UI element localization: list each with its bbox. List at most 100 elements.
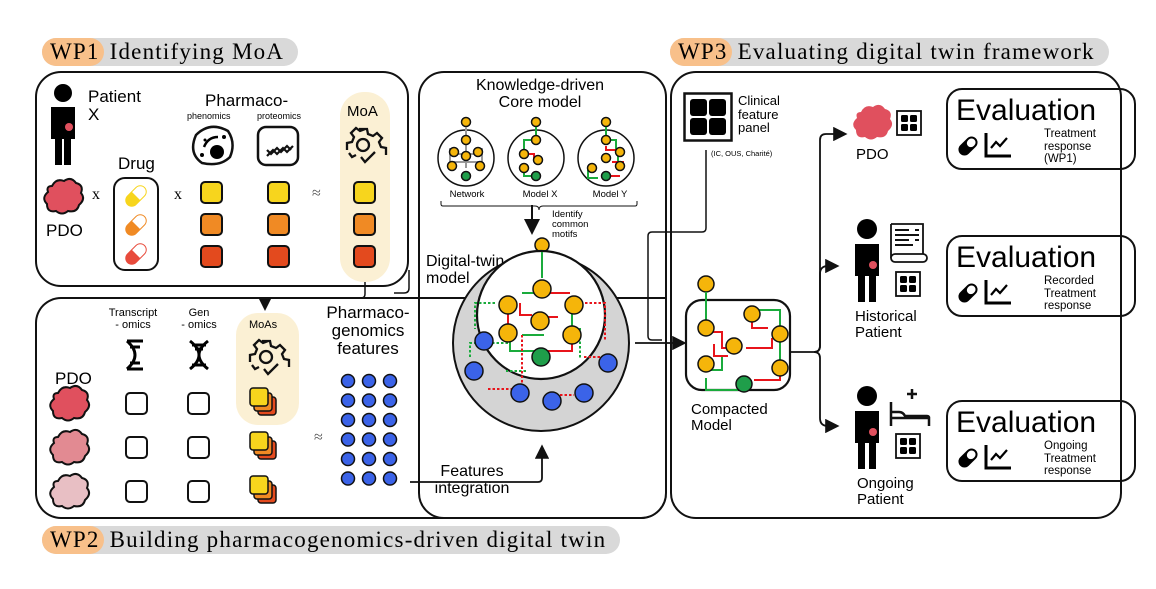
eval-sub-line2: Treatment bbox=[1044, 452, 1096, 465]
record-scroll-icon bbox=[890, 223, 928, 263]
feature-square bbox=[267, 181, 290, 204]
compacted-node bbox=[771, 359, 789, 377]
core-model-panel bbox=[418, 71, 667, 519]
core-node bbox=[498, 295, 518, 315]
eval-sub-line2: Treatment bbox=[1044, 287, 1096, 300]
proteomics-squares bbox=[267, 181, 290, 268]
wp3-tag: WP3 bbox=[670, 38, 732, 66]
feature-square bbox=[353, 245, 376, 268]
identify-motifs-label: Identify common motifs bbox=[552, 210, 588, 240]
model-y-label: Model Y bbox=[592, 189, 628, 200]
source-node bbox=[600, 116, 612, 128]
eval-sub-line1: Treatment bbox=[1044, 128, 1096, 140]
wp1-tag: WP1 bbox=[42, 38, 104, 66]
target-node bbox=[460, 170, 472, 182]
transcriptomics-cell bbox=[125, 436, 148, 459]
core-node bbox=[532, 279, 552, 299]
edge bbox=[710, 318, 781, 381]
patient-icon bbox=[51, 84, 75, 165]
feature-dot bbox=[361, 451, 377, 467]
pill-half-color bbox=[125, 220, 141, 236]
transcriptomics-line2: - omics bbox=[115, 318, 151, 331]
source-node bbox=[530, 116, 542, 128]
identify-line3: motifs bbox=[552, 228, 578, 240]
eval-sub-line2: response bbox=[1044, 140, 1092, 153]
core-title-line2: Core model bbox=[498, 93, 582, 111]
moa-label: MoA bbox=[347, 103, 378, 120]
compacted-model bbox=[684, 275, 792, 393]
feature-dot bbox=[361, 432, 377, 447]
historical-patient-icon bbox=[855, 219, 879, 302]
feature-dot bbox=[361, 471, 377, 486]
pg-features-line1: Pharmaco- bbox=[326, 303, 410, 322]
feature-dot bbox=[382, 432, 398, 447]
genomics-cell bbox=[187, 480, 210, 503]
clinical-panel-icon bbox=[683, 92, 733, 142]
core-node bbox=[498, 323, 518, 343]
phenomics-squares bbox=[200, 181, 223, 268]
ongoing-line1: Ongoing bbox=[857, 475, 914, 492]
eval-sub-line3: (WP1) bbox=[1044, 153, 1077, 166]
network-node bbox=[614, 160, 626, 172]
historical-patient-label: Historical Patient bbox=[855, 309, 917, 341]
times-sign-1: x bbox=[92, 186, 100, 203]
pdo-organoid-icon bbox=[49, 428, 91, 466]
feature-dot bbox=[340, 451, 356, 467]
clinical-line2: feature bbox=[738, 106, 779, 122]
evaluation-box-ongoing: Evaluation Ongoing Treatment response bbox=[946, 400, 1136, 482]
transcriptomics-line1: Transcript bbox=[108, 307, 158, 319]
genomics-cell bbox=[187, 436, 210, 459]
genomics-cell bbox=[187, 392, 210, 415]
moa-squares bbox=[353, 181, 376, 268]
network-node bbox=[448, 146, 460, 158]
compacted-node bbox=[771, 325, 789, 343]
moa-stack-square bbox=[249, 431, 269, 451]
patient-id: X bbox=[88, 104, 100, 124]
wp2-pdo-label: PDO bbox=[55, 369, 92, 388]
evaluation-box-historical: Evaluation Recorded Treatment response bbox=[946, 235, 1136, 317]
network-node bbox=[460, 150, 472, 162]
evaluation-box-pdo: Evaluation Treatment response (WP1) bbox=[946, 88, 1136, 170]
moa-gear-icon bbox=[345, 126, 388, 164]
wp1-panel bbox=[35, 71, 409, 287]
pdo-organoid-icon bbox=[49, 384, 91, 422]
dashed-edge bbox=[469, 302, 581, 372]
features-integration-line2: integration bbox=[434, 479, 510, 497]
digital-twin-line2: model bbox=[426, 269, 470, 287]
evaluation-title: Evaluation bbox=[956, 406, 1097, 439]
pg-features-label: Pharmaco- genomics features bbox=[325, 304, 411, 358]
moas-gear-icon bbox=[248, 338, 291, 376]
network-label: Network bbox=[449, 189, 485, 200]
feature-dot bbox=[361, 373, 377, 389]
edge bbox=[705, 292, 781, 391]
feature-square bbox=[353, 181, 376, 204]
wp2-rows bbox=[49, 384, 277, 510]
pg-features-line2: genomics bbox=[331, 320, 405, 340]
feature-node bbox=[464, 361, 484, 381]
feature-dot bbox=[382, 373, 398, 389]
core-node bbox=[530, 311, 550, 331]
pill-half-color bbox=[125, 191, 141, 207]
cell-icon bbox=[191, 125, 234, 166]
wp1-label: WP1 Identifying MoA bbox=[42, 38, 299, 66]
times-sign-2: x bbox=[174, 186, 182, 203]
moa-stack-square bbox=[249, 475, 269, 495]
dna-helix-icon bbox=[189, 339, 209, 371]
feature-dot bbox=[382, 471, 398, 486]
clinical-panel-label: Clinical feature panel bbox=[738, 94, 780, 135]
evaluation-subtitle: Treatment response (WP1) bbox=[1044, 128, 1096, 166]
network-node bbox=[600, 134, 612, 146]
drug-box bbox=[113, 177, 159, 271]
pill-icon bbox=[125, 214, 147, 236]
features-integration-line1: Features bbox=[440, 463, 504, 480]
identify-line1: Identify bbox=[552, 209, 583, 220]
core-node bbox=[564, 295, 584, 315]
line-chart-icon bbox=[984, 280, 1011, 305]
proteomics-label: proteomics bbox=[257, 111, 302, 121]
feature-dot bbox=[382, 451, 398, 467]
network-node bbox=[518, 148, 530, 160]
feature-dot bbox=[340, 393, 356, 408]
line-chart-icon bbox=[984, 133, 1011, 158]
feature-dot bbox=[340, 373, 356, 389]
